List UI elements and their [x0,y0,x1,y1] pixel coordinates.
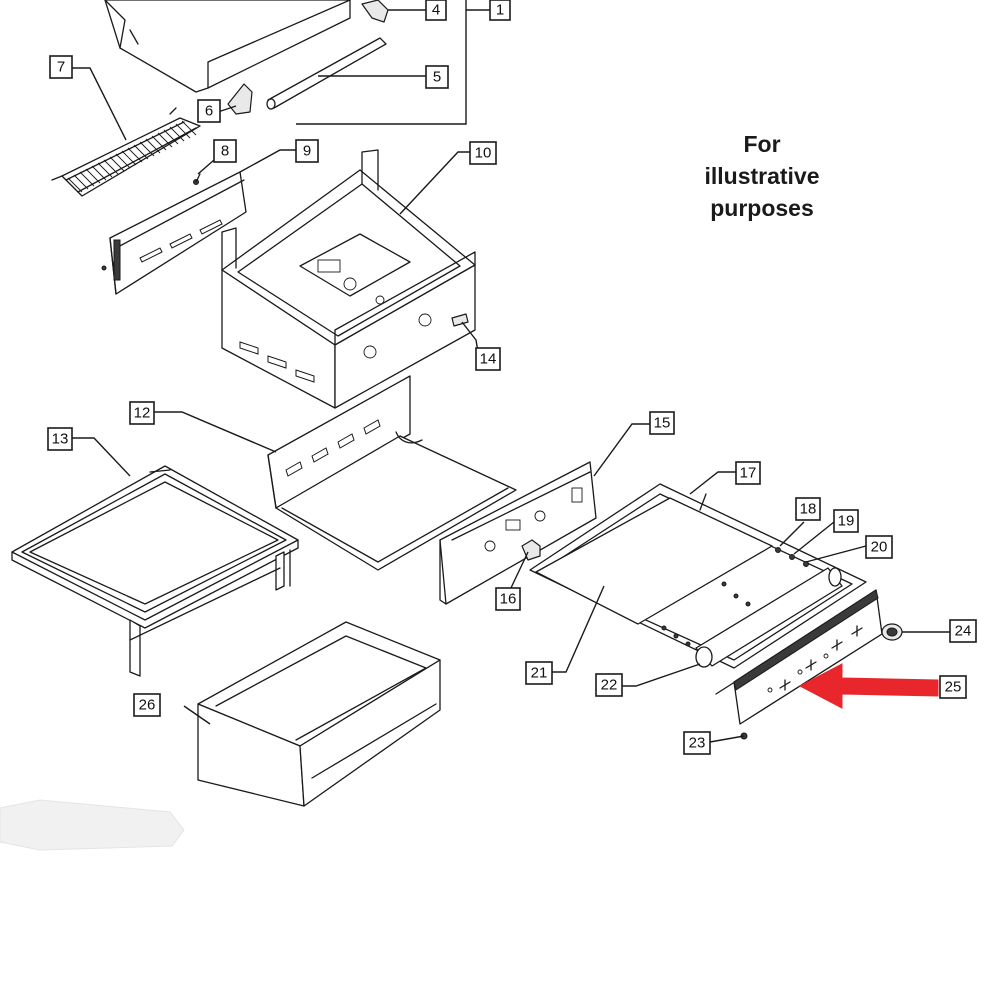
part-tray-insert [535,497,773,625]
callout-25: 25 [939,675,967,699]
part-warming-rack [51,107,201,197]
part-back-panel [101,171,247,295]
callout-23: 23 [683,731,711,755]
rack-bar [133,144,149,160]
svg-text:17: 17 [740,465,757,482]
svg-text:8: 8 [221,143,229,160]
part-igniter-knob [881,623,903,641]
callout-12: 12 [129,401,155,425]
callout-10: 10 [469,141,497,165]
rack-bar [145,138,161,154]
svg-text:14: 14 [480,351,497,368]
rack-bar [79,171,95,187]
callout-13: 13 [47,427,73,451]
callout-9: 9 [295,139,319,163]
callout-4: 4 [425,0,447,21]
rack-bar [91,165,107,181]
rack-bar [139,141,155,157]
note-line-1: For [743,131,780,157]
rack-bar [121,150,137,166]
callout-6: 6 [197,99,221,123]
svg-text:13: 13 [52,431,69,448]
part-firebox [221,149,476,409]
part-fastener-14 [451,313,469,327]
highlight-arrow [798,663,939,709]
rack-bar [127,147,143,163]
rack-bar [73,174,89,190]
part-manifold-tube [695,567,843,668]
svg-text:26: 26 [139,697,156,714]
svg-text:23: 23 [689,735,706,752]
callout-17: 17 [735,461,761,485]
svg-text:9: 9 [303,143,311,160]
part-handle-rod [266,37,387,110]
part-storage-bin [197,621,441,807]
rack-bar [115,153,131,169]
svg-text:24: 24 [955,623,972,640]
part-control-panel-front [733,589,883,725]
rack-bar [175,123,191,139]
callout-21: 21 [525,661,553,685]
part-hood [104,0,351,93]
smudge [0,799,185,851]
rack-bar [103,159,119,175]
rack-bar [163,129,179,145]
svg-text:12: 12 [134,405,151,422]
callout-5: 5 [425,65,449,89]
part-screw-8 [193,173,201,185]
rack-bar [181,120,197,136]
callout-24: 24 [949,619,977,643]
part-screws [661,547,809,647]
rack-bar [157,132,173,148]
rack-bar [151,135,167,151]
control-knob-marks [779,625,863,691]
callout-7: 7 [49,55,73,79]
rack-bar [85,168,101,184]
svg-text:21: 21 [531,665,548,682]
svg-text:15: 15 [654,415,671,432]
svg-text:7: 7 [57,59,65,76]
svg-text:1: 1 [496,2,504,19]
callout-26: 26 [133,693,161,717]
callout-16: 16 [495,587,521,611]
illustrative-note: For illustrative purposes [704,131,819,221]
svg-text:22: 22 [601,677,618,694]
rack-bar [97,162,113,178]
callout-15: 15 [649,411,675,435]
svg-text:10: 10 [475,145,492,162]
svg-text:18: 18 [800,501,817,518]
svg-text:4: 4 [432,2,440,19]
svg-text:16: 16 [500,591,517,608]
callout-22: 22 [595,673,623,697]
callout-19: 19 [833,509,859,533]
callouts: 4 1 5 6 7 8 9 10 14 12 13 15 16 17 18 19… [47,0,977,755]
callout-8: 8 [213,139,237,163]
svg-text:5: 5 [433,69,441,86]
callout-18: 18 [795,497,821,521]
part-drip-panel [267,375,517,571]
note-line-3: purposes [710,195,814,221]
rack-bar [109,156,125,172]
part-hinge-bracket [361,0,389,23]
callout-1: 1 [489,0,511,21]
svg-text:25: 25 [945,679,962,696]
svg-text:6: 6 [205,103,213,120]
part-handle-mount [227,83,253,115]
svg-text:19: 19 [838,513,855,530]
rack-bar [67,177,83,193]
note-line-2: illustrative [704,163,819,189]
svg-text:20: 20 [871,539,888,556]
part-control-bracket [439,461,597,605]
part-shelf-frame [11,465,299,677]
callout-20: 20 [865,535,893,559]
callout-14: 14 [475,347,501,371]
rack-bar [169,126,185,142]
